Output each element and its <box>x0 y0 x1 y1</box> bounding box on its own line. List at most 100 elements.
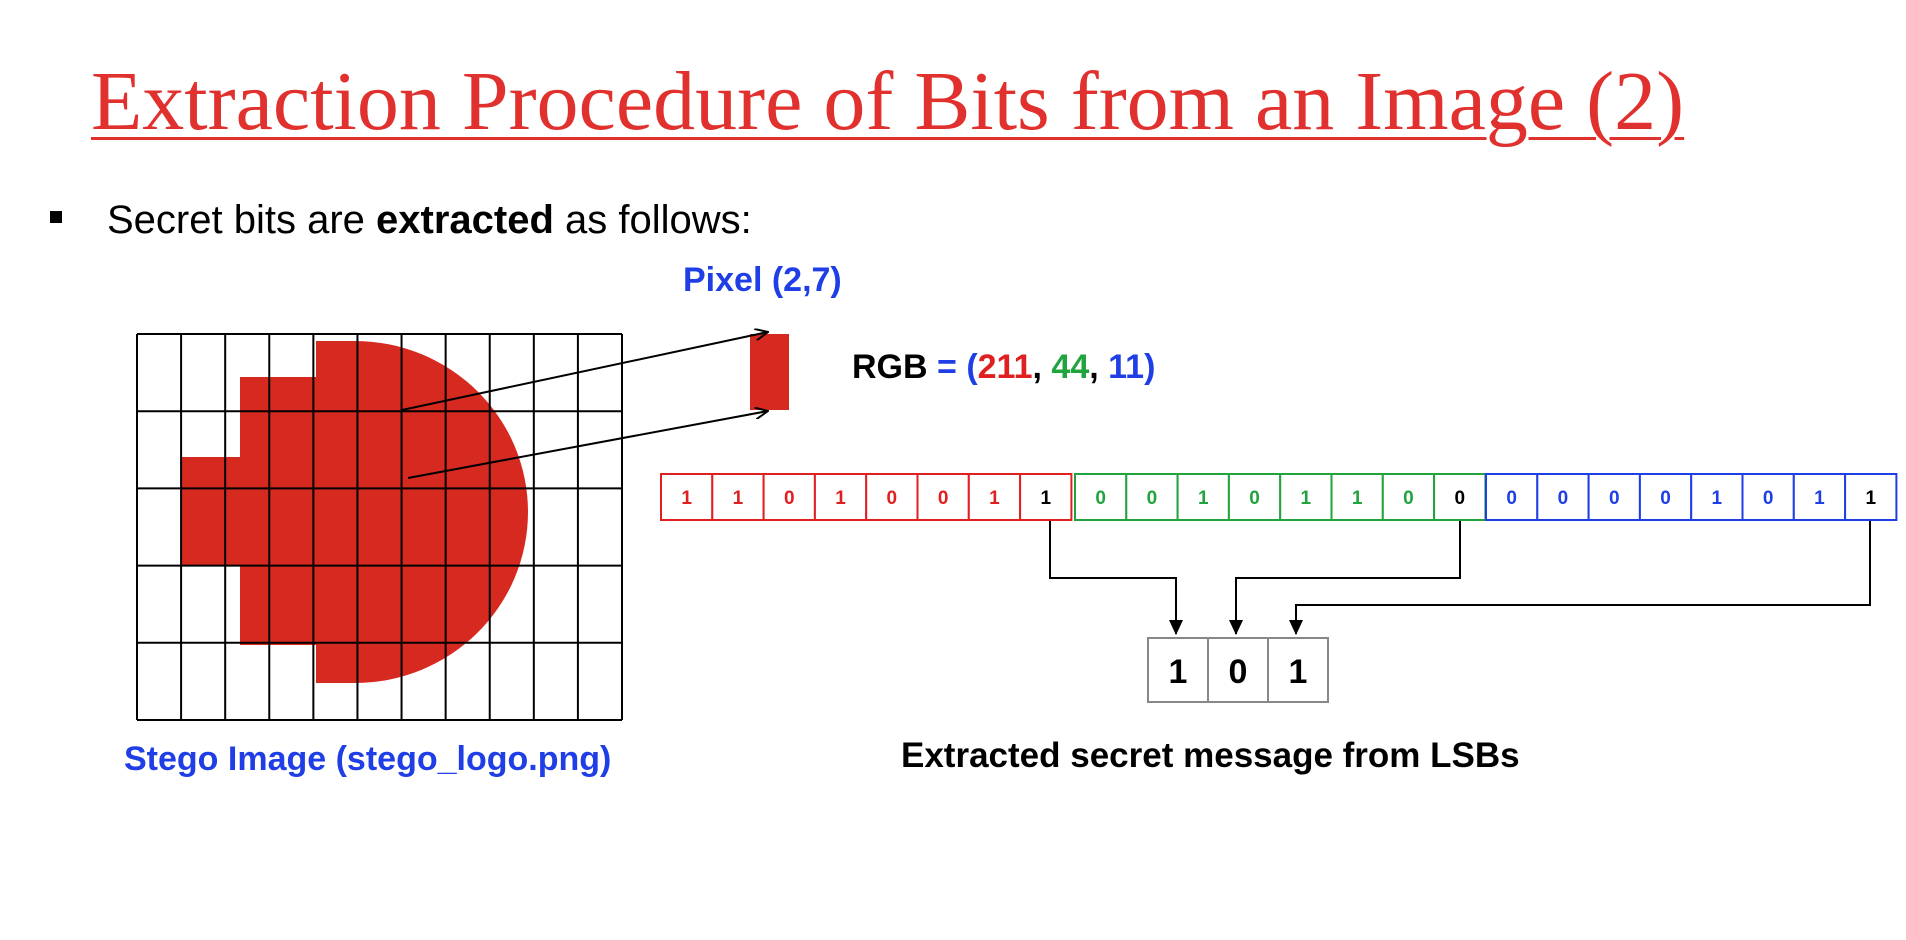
blue-bit-cell: 0 <box>1741 473 1795 521</box>
red-bit-value: 1 <box>681 488 692 509</box>
green-bit-value: 1 <box>1301 488 1312 509</box>
green-bit-cell: 1 <box>1176 473 1230 521</box>
stego-image-caption: Stego Image (stego_logo.png) <box>124 740 612 778</box>
red-bit-box <box>1019 473 1073 521</box>
green-bit-box <box>1125 473 1179 521</box>
red-bit-cell: 0 <box>762 473 816 521</box>
red-bit-box <box>711 473 765 521</box>
green-bit-box <box>1330 473 1384 521</box>
green-bit-box <box>1227 473 1282 521</box>
green-bit-box <box>1381 473 1436 521</box>
extracted-bit-box <box>1207 637 1269 703</box>
extracted-bit-cell: 0 <box>1207 637 1269 703</box>
red-bit-cell: 1 <box>711 473 765 521</box>
blue-bit-value: 0 <box>1609 488 1620 509</box>
rgb-green-value: 44 <box>1051 348 1090 386</box>
red-bit-box <box>865 473 919 521</box>
blue-bit-cell: 1 <box>1844 473 1898 521</box>
rgb-label-text: RGB <box>852 348 928 386</box>
blue-bit-cell: 1 <box>1690 473 1744 521</box>
green-bit-value: 0 <box>1454 488 1465 509</box>
green-bit-box <box>1176 473 1230 521</box>
bullet-point: Secret bits are extracted as follows: <box>50 196 752 244</box>
red-bit-box <box>762 473 816 521</box>
extracted-bit-value: 1 <box>1289 653 1308 691</box>
green-bit-value: 1 <box>1198 488 1209 509</box>
extracted-message: 1 0 1 <box>1147 637 1329 703</box>
zoom-arrow <box>407 411 768 479</box>
red-bit-value: 1 <box>989 488 1000 509</box>
blue-bit-value: 1 <box>1865 488 1876 509</box>
green-bit-cell: 0 <box>1433 473 1487 521</box>
red-bit-cell: 1 <box>813 473 868 521</box>
rgb-close-paren: ) <box>1144 348 1156 386</box>
red-bit-cell: 1 <box>660 473 714 521</box>
rgb-equals: = <box>927 348 967 386</box>
stego-image <box>136 333 623 721</box>
rgb-separator: , <box>1089 348 1109 386</box>
bullet-text-bold: extracted <box>376 198 554 242</box>
page-title: Extraction Procedure of Bits from an Ima… <box>91 55 1685 148</box>
red-bit-box <box>660 473 714 521</box>
bullet-text-suffix: as follows: <box>553 198 752 242</box>
blue-bit-cell: 1 <box>1792 473 1847 521</box>
blue-bit-box <box>1536 473 1590 521</box>
blue-bit-box <box>1587 473 1641 521</box>
bullet-text-prefix: Secret bits are <box>107 198 377 242</box>
blue-bit-box <box>1638 473 1693 521</box>
green-bit-value: 0 <box>1249 488 1260 509</box>
green-bit-cell: 0 <box>1125 473 1179 521</box>
red-bit-box <box>967 473 1022 521</box>
red-bit-cell: 1 <box>1019 473 1073 521</box>
green-bit-cell: 0 <box>1074 473 1128 521</box>
red-bit-box <box>916 473 970 521</box>
blue-bit-box <box>1741 473 1795 521</box>
blue-bit-cell: 0 <box>1587 473 1641 521</box>
blue-bit-box <box>1844 473 1898 521</box>
red-bit-value: 0 <box>938 488 949 509</box>
red-bit-value: 0 <box>784 488 795 509</box>
rgb-separator: , <box>1032 348 1052 386</box>
extracted-bit-value: 0 <box>1229 653 1248 691</box>
red-bit-value: 1 <box>1040 488 1051 509</box>
logo-shape <box>182 341 528 683</box>
green-bit-value: 0 <box>1095 488 1106 509</box>
extracted-bit-cell: 1 <box>1267 637 1329 703</box>
blue-bit-cell: 0 <box>1638 473 1693 521</box>
extracted-bit-value: 1 <box>1169 653 1188 691</box>
zoom-arrow <box>401 332 768 411</box>
red-bit-value: 1 <box>733 488 744 509</box>
red-lsb-connector <box>1049 521 1183 635</box>
blue-bit-value: 0 <box>1763 488 1774 509</box>
blue-bit-cell: 0 <box>1536 473 1590 521</box>
green-bit-cell: 0 <box>1381 473 1436 521</box>
blue-bit-value: 0 <box>1558 488 1569 509</box>
blue-bit-cell: 0 <box>1485 473 1539 521</box>
rgb-blue-value: 11 <box>1108 348 1145 386</box>
green-bit-value: 1 <box>1352 488 1363 509</box>
rgb-red-value: 211 <box>977 348 1033 386</box>
green-bit-cell: 0 <box>1227 473 1282 521</box>
blue-bit-value: 0 <box>1660 488 1671 509</box>
green-bit-value: 0 <box>1403 488 1414 509</box>
red-bit-box <box>813 473 868 521</box>
green-bit-cell: 1 <box>1279 473 1333 521</box>
green-bit-box <box>1279 473 1333 521</box>
extracted-bit-box <box>1147 637 1209 703</box>
rgb-open-paren: ( <box>966 348 978 386</box>
extracted-bit-cell: 1 <box>1147 637 1209 703</box>
blue-bit-value: 1 <box>1814 488 1825 509</box>
red-bit-value: 0 <box>887 488 898 509</box>
blue-lsb-connector <box>1289 521 1871 635</box>
green-bit-cell: 1 <box>1330 473 1384 521</box>
extracted-message-caption: Extracted secret message from LSBs <box>901 736 1520 775</box>
rgb-label: RGB = (211, 44, 11) <box>852 350 1155 384</box>
pixel-label: Pixel (2,7) <box>683 261 842 299</box>
bullet-square-icon <box>50 211 62 223</box>
pixel-grid <box>136 333 623 721</box>
red-bit-cell: 0 <box>865 473 919 521</box>
blue-bit-value: 1 <box>1712 488 1723 509</box>
green-bit-value: 0 <box>1147 488 1158 509</box>
